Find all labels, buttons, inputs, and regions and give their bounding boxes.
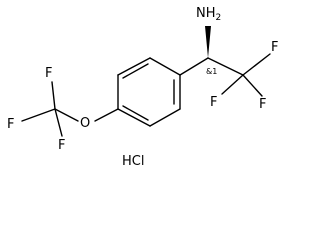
fluorine-ocf3-bottom: F [58,138,65,153]
ring-bond-5 [149,108,181,127]
cf3-right-bond-left [221,74,244,95]
ocf3-bond-bottom [54,108,63,137]
oxygen-to-carbon-bond [54,108,79,122]
fluorine-right-bottom: F [259,97,266,112]
chiral-to-cf3-bond [207,57,244,76]
oxygen-label: O [80,116,90,131]
salt-label: HCl [122,154,144,169]
cf3-right-bond-top [242,53,271,76]
cf3-group-right [221,53,271,97]
ring-bond-2 [117,57,151,76]
amine-label: NH2 [196,6,221,23]
fluorine-right-left: F [210,95,217,110]
ring-to-oxygen-bond [94,108,119,122]
ring-bond-1 [149,57,181,76]
ring-to-chiral-bond [179,57,209,76]
wedge-bond [205,26,211,58]
stereo-label: &1 [206,67,217,76]
fluorine-ocf3-top: F [45,66,52,81]
fluorine-ocf3-left: F [7,117,14,132]
cf3-right-bond-bottom [242,74,263,97]
chiral-center [179,26,244,76]
ocf3-bond-left [21,108,56,122]
ring-double-bond-1 [122,63,149,79]
chemical-structure: NH2 &1 F F F O F F F HCl [7,6,278,169]
fluorine-right-top: F [271,40,278,55]
ocf3-bond-top [51,81,56,110]
ring-double-bond-2 [122,105,149,121]
ring-bond-4 [117,108,151,127]
benzene-ring [117,57,181,127]
ocf3-group [21,81,119,137]
